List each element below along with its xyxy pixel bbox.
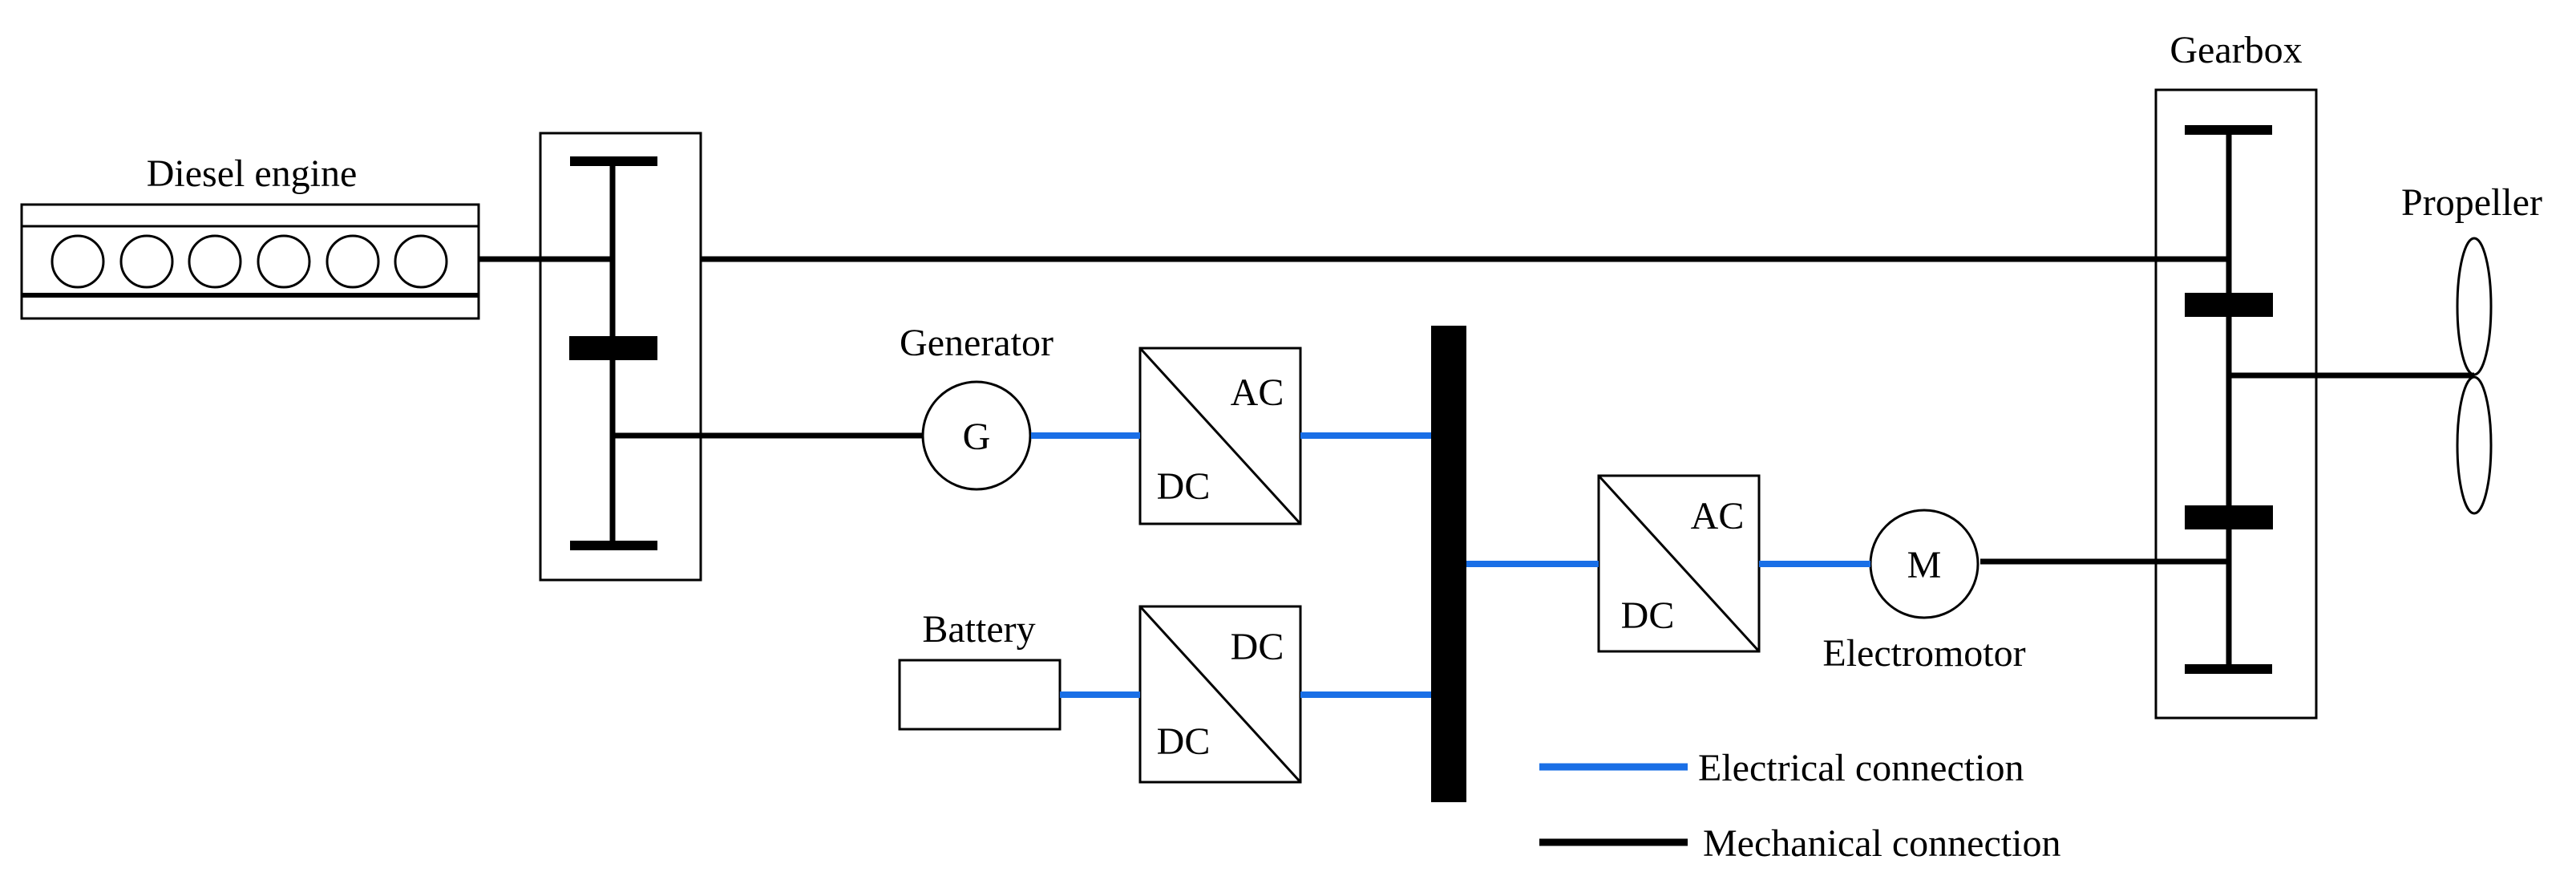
generator-label: Generator — [900, 322, 1053, 364]
battery-converter-bottom: DC — [1157, 720, 1211, 763]
electrical-connections — [1031, 432, 1870, 698]
electromotor-label: Electromotor — [1822, 632, 2025, 675]
battery-converter-top: DC — [1231, 626, 1284, 668]
engine-cylinders — [51, 234, 448, 289]
diesel-engine — [20, 203, 480, 320]
motor-converter: AC DC — [1597, 474, 1761, 653]
legend: Electrical connection Mechanical connect… — [1539, 747, 2060, 865]
main-gearbox — [2154, 88, 2318, 720]
battery — [898, 659, 1062, 731]
motor-symbol: M — [1907, 544, 1942, 586]
generator-converter-top: AC — [1231, 371, 1284, 414]
generator-symbol: G — [963, 416, 991, 458]
legend-mechanical-label: Mechanical connection — [1703, 822, 2060, 865]
mechanical-connections — [479, 256, 2474, 565]
generator-converter-bottom: DC — [1157, 465, 1211, 508]
diesel-engine-label: Diesel engine — [147, 152, 358, 195]
propeller-label: Propeller — [2401, 181, 2542, 224]
legend-electrical-label: Electrical connection — [1698, 747, 2024, 789]
motor-converter-bottom: DC — [1621, 594, 1675, 637]
split-gearbox — [539, 132, 702, 582]
generator-converter: AC DC — [1138, 347, 1302, 525]
electromotor: M — [1869, 509, 1980, 619]
gearbox-label: Gearbox — [2170, 29, 2302, 71]
generator: G — [921, 380, 1032, 491]
battery-converter: DC DC — [1138, 605, 1302, 784]
battery-label: Battery — [922, 608, 1035, 651]
motor-converter-top: AC — [1691, 495, 1745, 537]
dc-bus — [1431, 326, 1466, 802]
